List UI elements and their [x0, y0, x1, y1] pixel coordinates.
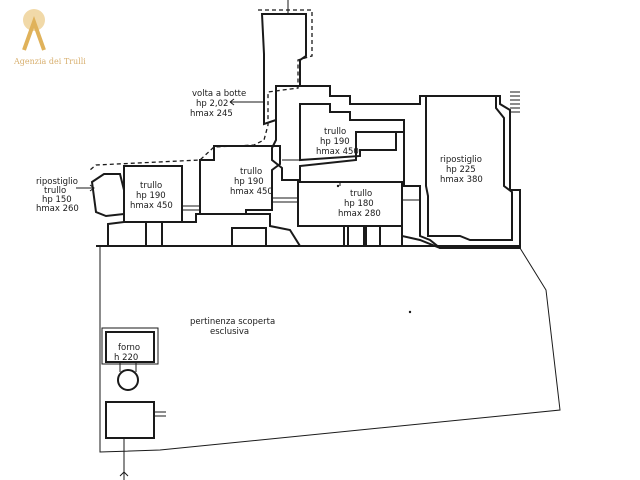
room-label-forno: forno h 220	[114, 343, 140, 363]
room-label-trullo-centre-top: trullo hp 190 hmax 450	[316, 127, 359, 157]
room-label-ripostiglio-right: ripostiglio hp 225 hmax 380	[440, 155, 483, 185]
room-hp: hp 190	[234, 177, 264, 187]
room-name: forno	[118, 343, 140, 353]
room-name: trullo	[140, 181, 162, 191]
room-label-pertinenza: pertinenza scoperta esclusiva	[190, 317, 275, 337]
room-name: volta a botte	[192, 89, 246, 99]
room-label-trullo-left: trullo hp 190 hmax 450	[130, 181, 173, 211]
room-h: h 220	[114, 353, 138, 363]
room-hp: hp 150	[42, 195, 72, 205]
room-hp: hp 190	[320, 137, 350, 147]
room-name: ripostiglio	[36, 177, 78, 187]
room-name: trullo	[240, 167, 262, 177]
room-hp: hp 2,02	[196, 99, 228, 109]
room-name: trullo	[324, 127, 346, 137]
room-hmax: hmax 450	[130, 201, 173, 211]
room-hmax: hmax 245	[190, 109, 233, 119]
room-name-2: trullo	[44, 186, 66, 196]
room-hmax: hmax 450	[230, 187, 273, 197]
room-label-trullo-centre: trullo hp 190 hmax 450	[230, 167, 273, 197]
room-hp: hp 225	[446, 165, 476, 175]
room-hmax: hmax 280	[338, 209, 381, 219]
logo-ribbon-icon	[22, 16, 46, 51]
logo-text: Agenzia dei Trulli	[13, 57, 86, 66]
room-hp: hp 190	[136, 191, 166, 201]
room-label-ripostiglio-trullo: ripostiglio trullo hp 150 hmax 260	[36, 177, 79, 214]
courtyard-boundary	[99, 246, 561, 453]
room-label-volta-a-botte: volta a botte hp 2,02 hmax 245	[190, 89, 246, 119]
room-hmax: hmax 380	[440, 175, 483, 185]
room-hmax: hmax 260	[36, 204, 79, 214]
room-name: ripostiglio	[440, 155, 482, 165]
room-hmax: hmax 450	[316, 147, 359, 157]
area-name: pertinenza scoperta	[190, 317, 275, 327]
area-name-2: esclusiva	[210, 327, 249, 337]
room-label-trullo-low: trullo hp 180 hmax 280	[338, 189, 381, 219]
agency-logo: Agenzia dei Trulli	[13, 9, 86, 66]
room-name: trullo	[350, 189, 372, 199]
room-hp: hp 180	[344, 199, 374, 209]
stair-marks	[510, 91, 520, 113]
